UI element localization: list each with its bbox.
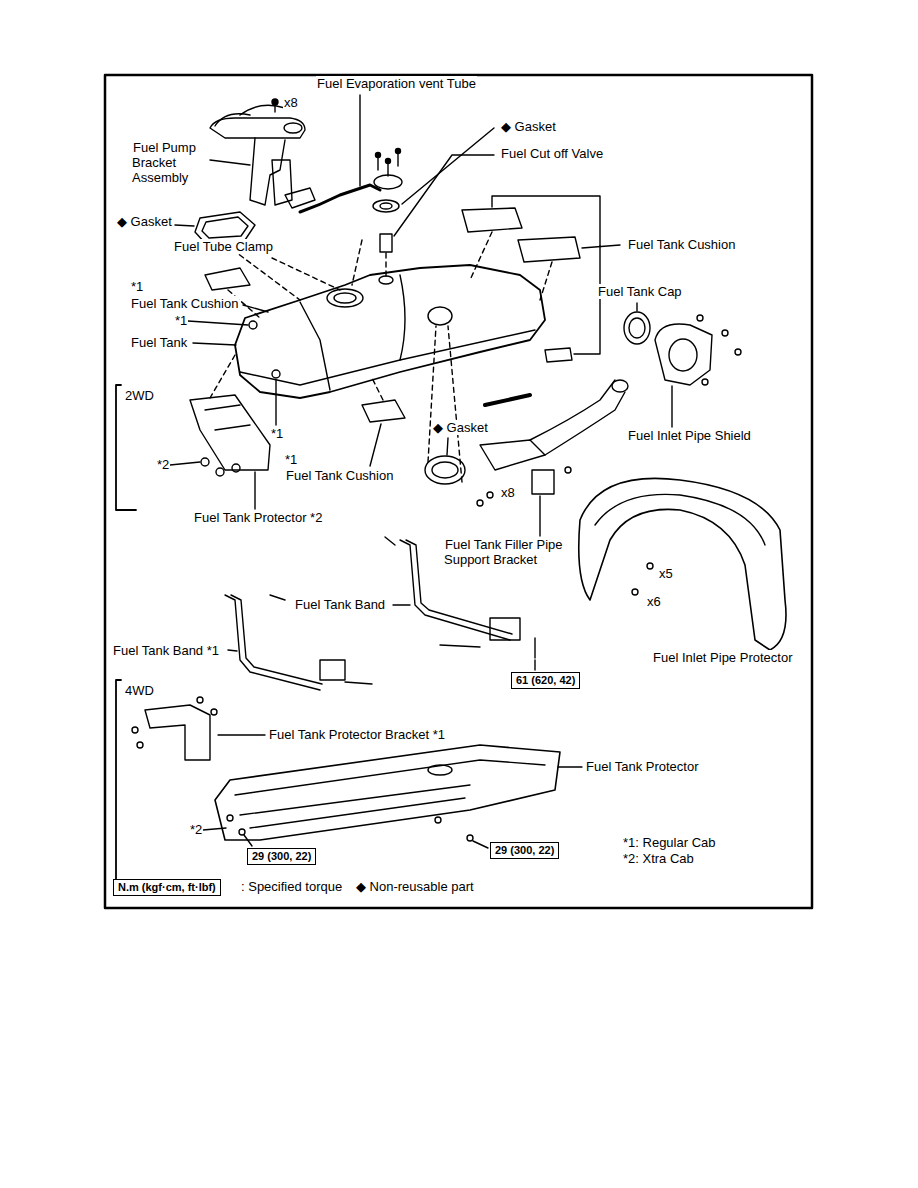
part-label: Fuel Tank Cap [597, 284, 683, 299]
part-label: Fuel Pump Bracket Assembly [132, 141, 210, 186]
callout-number: *1 [174, 314, 188, 329]
part-label: Fuel Evaporation vent Tube [316, 76, 477, 91]
part-label: Fuel Tank [130, 335, 188, 350]
legend-text: ◆ Non-reusable part [355, 879, 475, 894]
torque-box: 61 (620, 42) [511, 672, 580, 689]
note-text: *2: Xtra Cab [622, 851, 695, 866]
callout-number: *1 [284, 453, 298, 468]
part-label: Fuel Inlet Pipe Shield [627, 429, 752, 444]
part-label: Fuel Evaporation vent Tube [316, 77, 477, 92]
callout-number: *1 [270, 427, 284, 442]
part-label: Fuel Tank Band [294, 598, 386, 613]
torque-value: 29 (300, 22) [252, 850, 311, 862]
quantity-label: x5 [658, 566, 674, 581]
part-label: ◆ Gasket [116, 215, 173, 230]
fuel-tank [188, 265, 545, 398]
part-label: Fuel Cut off Valve [500, 147, 604, 162]
inlet-pipe-protector [579, 478, 786, 650]
vent-tube-and-valve [300, 95, 494, 276]
callout-number: *1 [130, 279, 144, 294]
4wd-protector [116, 680, 582, 895]
callout-number: *2 [156, 458, 170, 473]
part-label: Fuel Tank Band *1 [112, 643, 220, 658]
torque-box: 29 (300, 22) [490, 842, 559, 859]
part-label: Fuel Tank Filler Pipe Support Bracket [444, 538, 594, 568]
part-label: Fuel Tube Clamp [173, 239, 274, 254]
part-label: Fuel Tank Protector *2 [193, 510, 323, 525]
part-label: ◆ Gasket [432, 421, 489, 436]
group-label: 4WD [124, 684, 155, 699]
torque-value: 61 (620, 42) [516, 674, 575, 686]
legend-text: : Specified torque [240, 879, 343, 894]
torque-value: N.m (kgf·cm, ft·lbf) [118, 881, 216, 893]
callout-number: *1 [130, 280, 144, 295]
part-label: Fuel Tank Cushion [627, 237, 736, 252]
part-label: Fuel Tank Cushion [285, 468, 394, 483]
part-label: Fuel Tank Protector Bracket *1 [268, 727, 446, 742]
quantity-label: x8 [500, 485, 516, 500]
part-label: Fuel Tank Cap [597, 285, 683, 300]
part-label: Fuel Tank Band *1 [112, 644, 220, 659]
part-label: Fuel Tank Band [294, 597, 386, 612]
part-label: Fuel Pump Bracket Assembly [132, 140, 196, 185]
part-label: Fuel Inlet Pipe Protector [652, 650, 793, 665]
part-label: Fuel Tank Protector *2 [193, 511, 323, 526]
callout-number: *1 [174, 313, 188, 328]
callout-number: *2 [156, 457, 170, 472]
quantity-label: x6 [646, 594, 662, 609]
torque-box: 29 (300, 22) [247, 848, 316, 865]
filler-pipe [425, 303, 741, 536]
callout-number: *2 [189, 822, 203, 837]
group-label: 2WD [124, 388, 155, 403]
fuel-pump-bracket [210, 99, 315, 208]
group-label: 4WD [124, 683, 155, 698]
legend-box: N.m (kgf·cm, ft·lbf) [113, 879, 221, 896]
legend-text: : Specified torque [240, 880, 343, 895]
quantity-label: x5 [658, 567, 674, 582]
part-label: Fuel Tank Protector [585, 759, 699, 774]
quantity-label: x8 [283, 96, 299, 111]
fuel-tank-cushions [205, 196, 620, 466]
callout-number: *1 [284, 452, 298, 467]
part-label: Fuel Tank Cushion [130, 296, 239, 311]
part-label: Fuel Tank Cushion [285, 469, 394, 484]
part-label: ◆ Gasket [500, 119, 557, 134]
part-label: Fuel Inlet Pipe Protector [652, 651, 793, 666]
callout-number: *1 [270, 426, 284, 441]
part-label: Fuel Tank Protector Bracket *1 [268, 728, 446, 743]
part-label: Fuel Tank Cushion [627, 238, 736, 253]
note-text: *2: Xtra Cab [622, 852, 695, 867]
part-label: ◆ Gasket [500, 120, 557, 135]
quantity-label: x8 [500, 486, 516, 501]
part-label: ◆ Gasket [116, 214, 173, 229]
part-label: Fuel Tank Protector [585, 760, 699, 775]
part-label: Fuel Tank Filler Pipe Support Bracket [444, 537, 563, 567]
part-label: Fuel Tank [130, 336, 188, 351]
quantity-label: x6 [646, 595, 662, 610]
part-label: Fuel Tube Clamp [173, 240, 274, 255]
part-label: Fuel Tank Cushion [130, 297, 239, 312]
legend-text: ◆ Non-reusable part [355, 880, 475, 895]
part-label: Fuel Inlet Pipe Shield [627, 428, 752, 443]
note-text: *1: Regular Cab [622, 836, 717, 851]
figure-frame [105, 75, 812, 908]
group-label: 2WD [124, 389, 155, 404]
note-text: *1: Regular Cab [622, 835, 717, 850]
part-label: Fuel Cut off Valve [500, 146, 604, 161]
torque-value: 29 (300, 22) [495, 844, 554, 856]
callout-number: *2 [189, 823, 203, 838]
part-label: ◆ Gasket [432, 420, 489, 435]
2wd-protector [116, 355, 280, 510]
quantity-label: x8 [283, 95, 299, 110]
